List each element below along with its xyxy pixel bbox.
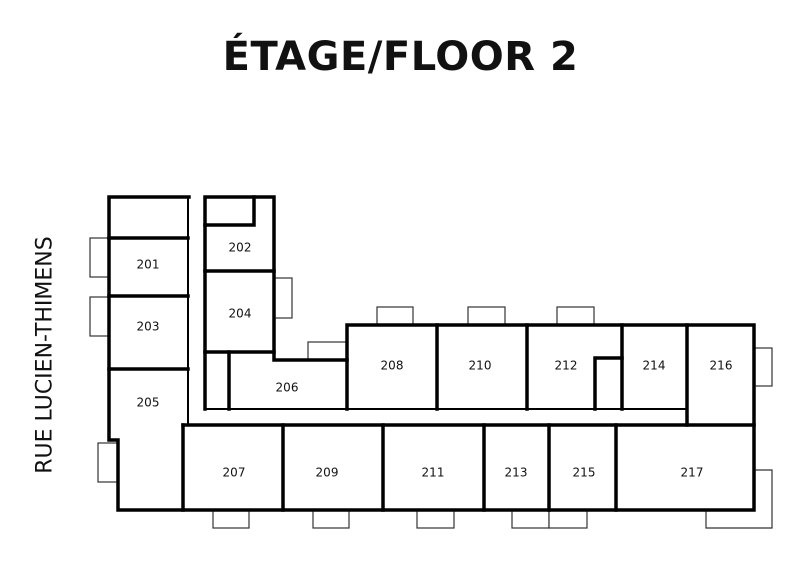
room-labels: 201 202 203 204 205 206 207 208 209 210 … (137, 241, 733, 480)
room-215: 215 (573, 466, 596, 480)
walls (107, 195, 756, 512)
room-204: 204 (229, 307, 252, 321)
room-213: 213 (505, 466, 528, 480)
room-209: 209 (316, 466, 339, 480)
windows (89, 237, 773, 529)
room-211: 211 (422, 466, 445, 480)
room-201: 201 (137, 258, 160, 272)
room-214: 214 (643, 359, 666, 373)
room-203: 203 (137, 320, 160, 334)
room-210: 210 (469, 359, 492, 373)
room-212: 212 (555, 359, 578, 373)
room-216: 216 (710, 359, 733, 373)
floor-title: ÉTAGE/FLOOR 2 (222, 34, 579, 80)
room-208: 208 (381, 359, 404, 373)
room-202: 202 (229, 241, 252, 255)
room-205: 205 (137, 396, 160, 410)
room-217: 217 (681, 466, 704, 480)
room-207: 207 (223, 466, 246, 480)
room-206: 206 (276, 381, 299, 395)
